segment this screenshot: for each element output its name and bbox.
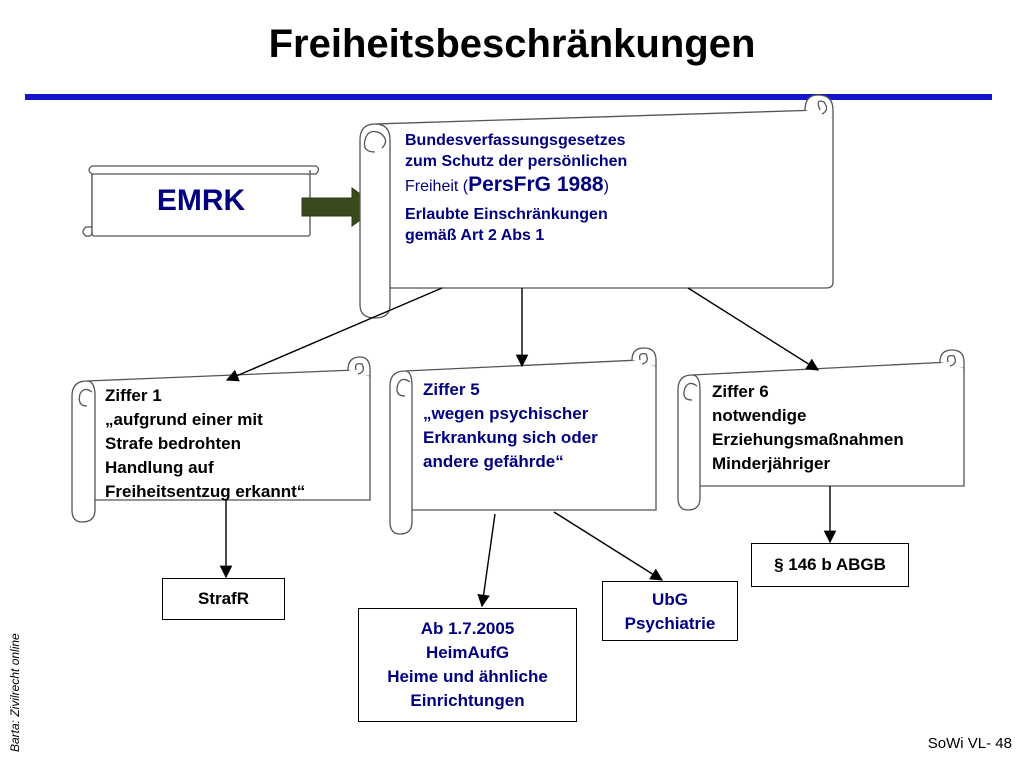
- heim-line: Ab 1.7.2005: [420, 619, 515, 638]
- heim-line: Einrichtungen: [410, 691, 525, 710]
- main-scroll-text: Bundesverfassungsgesetzes zum Schutz der…: [405, 130, 627, 246]
- main-to-ziffer6-arrow: [687, 287, 820, 371]
- ziffer1-line: Handlung auf: [105, 458, 214, 477]
- main-line-4: Erlaubte Einschränkungen: [405, 206, 608, 223]
- ubg-line: UbG: [652, 590, 688, 609]
- ziffer5-line: Ziffer 5: [423, 380, 480, 399]
- ziffer5-line: „wegen psychischer: [423, 404, 589, 423]
- ziffer1-line: Ziffer 1: [105, 386, 162, 405]
- emrk-label: EMRK: [156, 184, 246, 217]
- ziffer6-line: notwendige: [712, 406, 807, 425]
- ziffer1-text: Ziffer 1 „aufgrund einer mit Strafe bedr…: [105, 384, 305, 504]
- ziffer5-to-ubg-arrow: [553, 511, 664, 581]
- slide-title: Freiheitsbeschränkungen: [268, 22, 756, 66]
- ziffer5-to-heim-arrow: [477, 513, 496, 608]
- ziffer1-line: Freiheitsentzug erkannt“: [105, 482, 306, 501]
- ziffer5-text: Ziffer 5 „wegen psychischer Erkrankung s…: [423, 378, 598, 474]
- ziffer5-line: andere gefährde“: [423, 452, 564, 471]
- main-to-ziffer1-arrow: [225, 287, 443, 382]
- main-line-5: gemäß Art 2 Abs 1: [405, 227, 545, 244]
- ziffer5-scroll: [389, 347, 657, 535]
- ziffer6-scroll: [677, 349, 965, 511]
- ziffer1-scroll: [71, 356, 371, 523]
- main-line-1: Bundesverfassungsgesetzes: [405, 132, 626, 149]
- main-line-3-big: PersFrG 1988: [468, 173, 604, 196]
- ziffer6-line: Erziehungsmaßnahmen: [712, 430, 904, 449]
- side-note: Barta: Zivilrecht online: [8, 633, 22, 752]
- main-line-3: Freiheit (PersFrG 1988): [405, 172, 627, 200]
- heim-line: Heime und ähnliche: [387, 667, 548, 686]
- main-line-3-prefix: Freiheit (: [405, 178, 469, 195]
- ziffer5-line: Erkrankung sich oder: [423, 428, 598, 447]
- strafr-label: StrafR: [197, 589, 249, 608]
- slide-footer: SoWi VL- 48: [927, 735, 1012, 752]
- main-scroll: [359, 94, 834, 319]
- ubg-line: Psychiatrie: [624, 614, 716, 633]
- ubg-box: UbG Psychiatrie: [602, 581, 738, 641]
- ziffer6-line: Ziffer 6: [712, 382, 769, 401]
- ziffer1-line: „aufgrund einer mit: [105, 410, 263, 429]
- abgb-label: § 146 b ABGB: [774, 555, 886, 574]
- heim-line: HeimAufG: [425, 643, 510, 662]
- abgb-box: § 146 b ABGB: [751, 543, 909, 587]
- ziffer6-line: Minderjähriger: [712, 454, 831, 473]
- main-line-2: zum Schutz der persönlichen: [405, 153, 628, 170]
- ziffer6-text: Ziffer 6 notwendige Erziehungsmaßnahmen …: [712, 380, 904, 476]
- ziffer1-line: Strafe bedrohten: [105, 434, 242, 453]
- title-rule: [25, 94, 992, 100]
- strafr-box: StrafR: [162, 578, 285, 620]
- emrk-scroll: [82, 165, 320, 237]
- main-line-3-suffix: ): [603, 178, 609, 195]
- heimaufg-box: Ab 1.7.2005 HeimAufG Heime und ähnliche …: [358, 608, 577, 722]
